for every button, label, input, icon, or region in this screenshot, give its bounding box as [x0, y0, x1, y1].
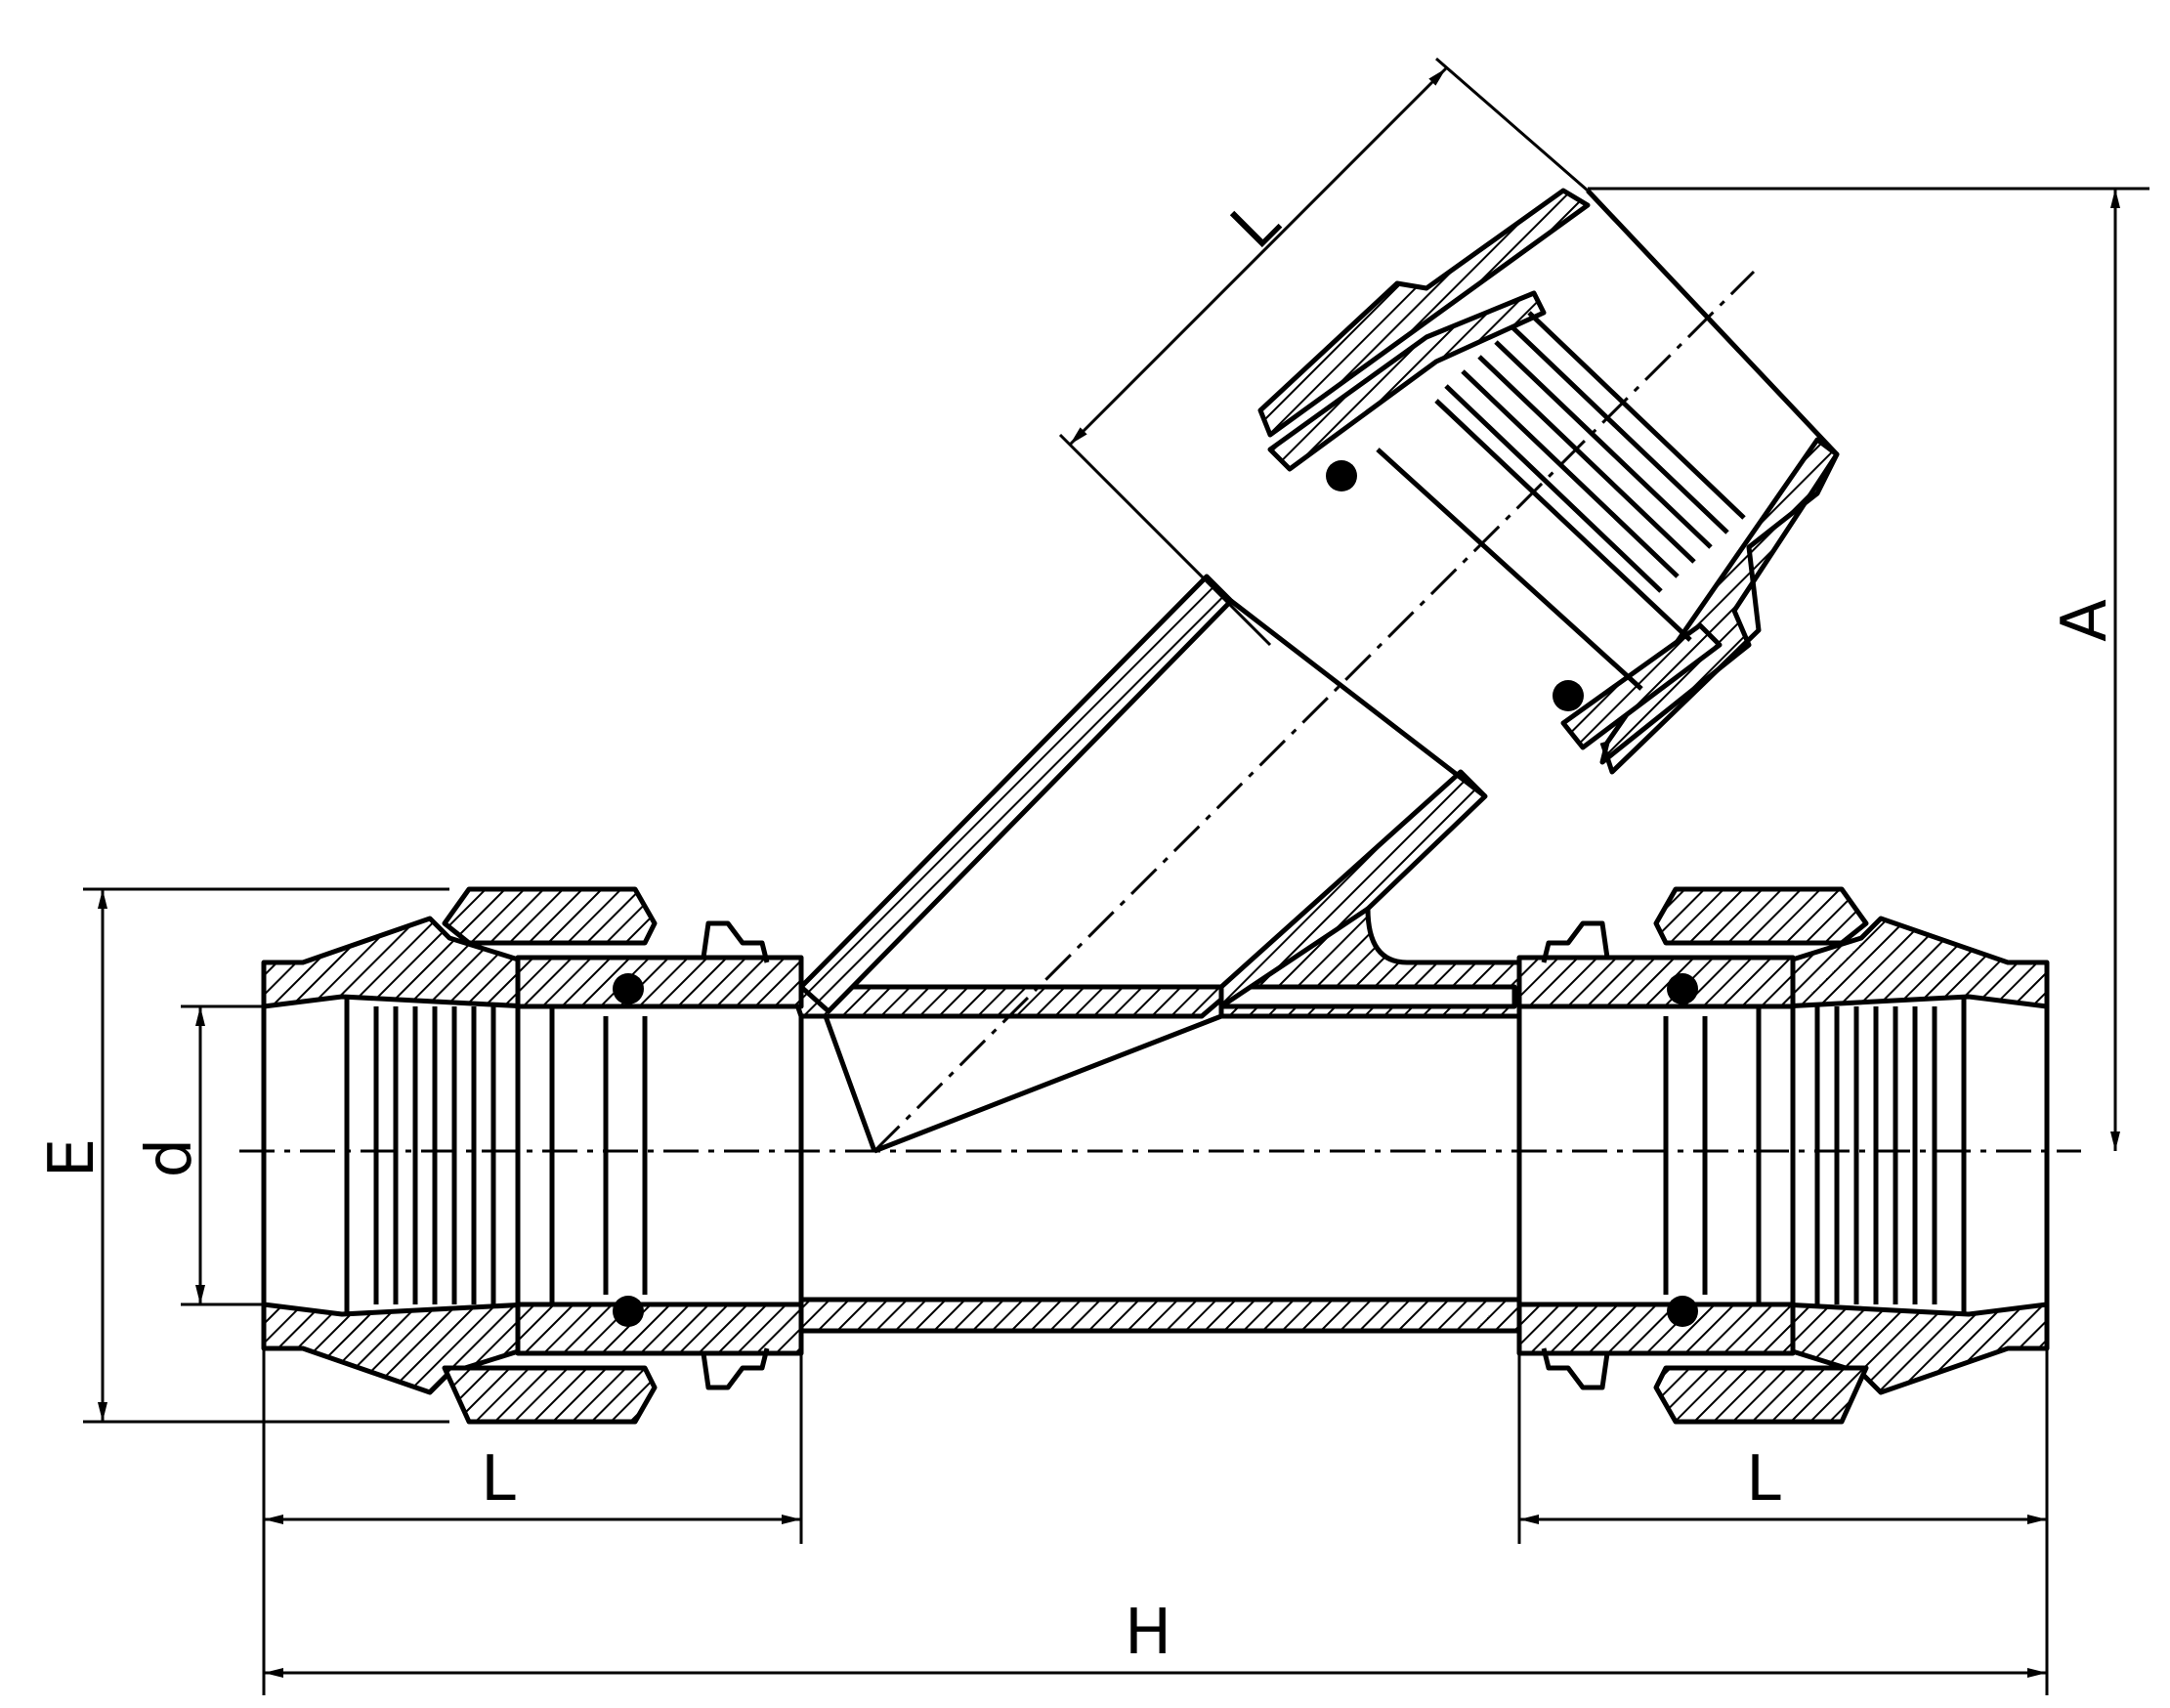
- left-connector: [261, 886, 804, 1425]
- right-connector: [1516, 886, 2050, 1425]
- strainer-seat-left-line: [823, 1015, 877, 1152]
- dim-label-bore: d: [134, 1138, 206, 1178]
- dim-label-outer-diameter: E: [36, 1138, 108, 1177]
- right-snap-tab-top: [1541, 920, 1610, 963]
- dimensions: L A E d L L H: [36, 57, 2149, 1695]
- main-body-bottom-wall: [798, 1297, 1522, 1334]
- left-snap-tab-bottom: [701, 1347, 770, 1390]
- right-nut-top: [1653, 886, 1869, 946]
- right-o-ring-top: [1667, 973, 1698, 1004]
- right-collar-bottom: [1516, 1302, 1796, 1356]
- branch-axis-centerline: [872, 270, 1756, 1153]
- left-o-ring-top: [613, 973, 644, 1004]
- left-nut-top: [442, 886, 658, 946]
- left-collar-bottom: [515, 1302, 804, 1356]
- left-o-ring-bottom: [613, 1296, 644, 1327]
- left-snap-tab-top: [701, 920, 770, 963]
- dim-label-length-right: L: [1746, 1443, 1781, 1516]
- branch-o-ring-top: [1326, 460, 1357, 491]
- strainer-seat-line: [873, 1013, 1222, 1154]
- left-collar-top: [515, 955, 804, 1009]
- dim-label-length-left: L: [481, 1443, 516, 1516]
- right-snap-tab-bottom: [1541, 1347, 1610, 1390]
- right-grip-threads: [1814, 1006, 1937, 1304]
- main-body: [779, 906, 1522, 1334]
- left-nut-bottom: [442, 1365, 658, 1425]
- branch-sleeve-line-1: [1376, 448, 1643, 691]
- right-nut-bottom: [1653, 1365, 1869, 1425]
- branch-o-ring-bottom: [1553, 680, 1584, 711]
- branch-grip-threads: [1444, 311, 1746, 593]
- branch-bore-bottom: [1229, 599, 1487, 798]
- right-o-ring-bottom: [1667, 1296, 1698, 1327]
- branch-sleeve-line-2: [1434, 399, 1692, 642]
- dim-label-height: A: [2049, 599, 2121, 642]
- dim-branch-length-line: [1068, 66, 1448, 447]
- center-lines: [239, 270, 2081, 1153]
- dim-label-overall: H: [1125, 1597, 1171, 1669]
- right-collar-top: [1516, 955, 1796, 1009]
- branch-cap-lower: [1599, 437, 1840, 765]
- branch-cap-end-face: [1586, 189, 1840, 775]
- left-grip-threads: [373, 1006, 496, 1304]
- dim-branch-ext-2: [1435, 57, 1589, 192]
- dim-branch-ext-1: [1058, 433, 1272, 647]
- branch-left-wall: [798, 574, 1234, 1014]
- dim-label-branch-length: L: [1217, 187, 1294, 263]
